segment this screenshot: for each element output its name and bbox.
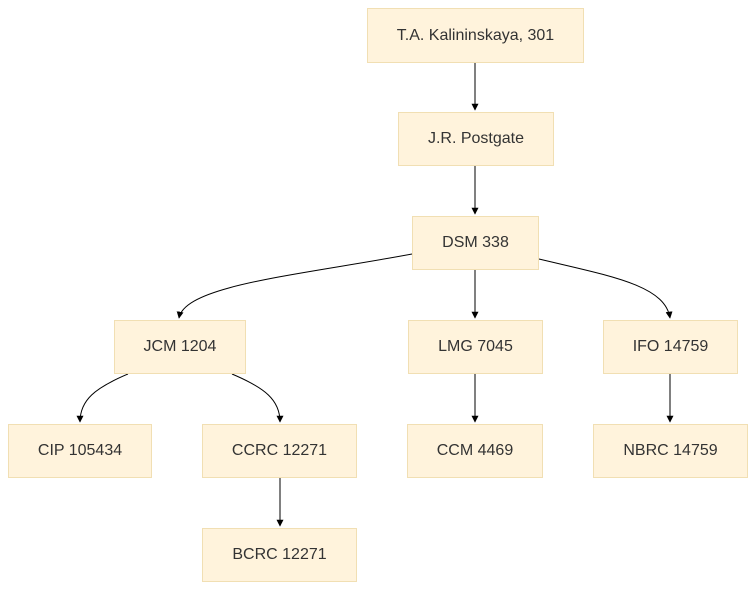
node-nbrc: NBRC 14759 xyxy=(593,424,748,478)
node-dsm: DSM 338 xyxy=(412,216,539,270)
node-jcm: JCM 1204 xyxy=(114,320,246,374)
node-cip: CIP 105434 xyxy=(8,424,152,478)
node-ccm: CCM 4469 xyxy=(407,424,543,478)
edge-jcm-cip xyxy=(76,373,129,423)
node-bcrc: BCRC 12271 xyxy=(202,528,357,582)
node-kalininskaya: T.A. Kalininskaya, 301 xyxy=(367,8,584,63)
edge-dsm-jcm xyxy=(176,253,413,319)
node-ifo: IFO 14759 xyxy=(603,320,738,374)
node-lmg: LMG 7045 xyxy=(408,320,543,374)
edge-jcm-ccrc xyxy=(231,373,284,423)
edge-dsm-ifo xyxy=(538,258,673,319)
node-postgate: J.R. Postgate xyxy=(398,112,554,166)
node-ccrc: CCRC 12271 xyxy=(202,424,357,478)
